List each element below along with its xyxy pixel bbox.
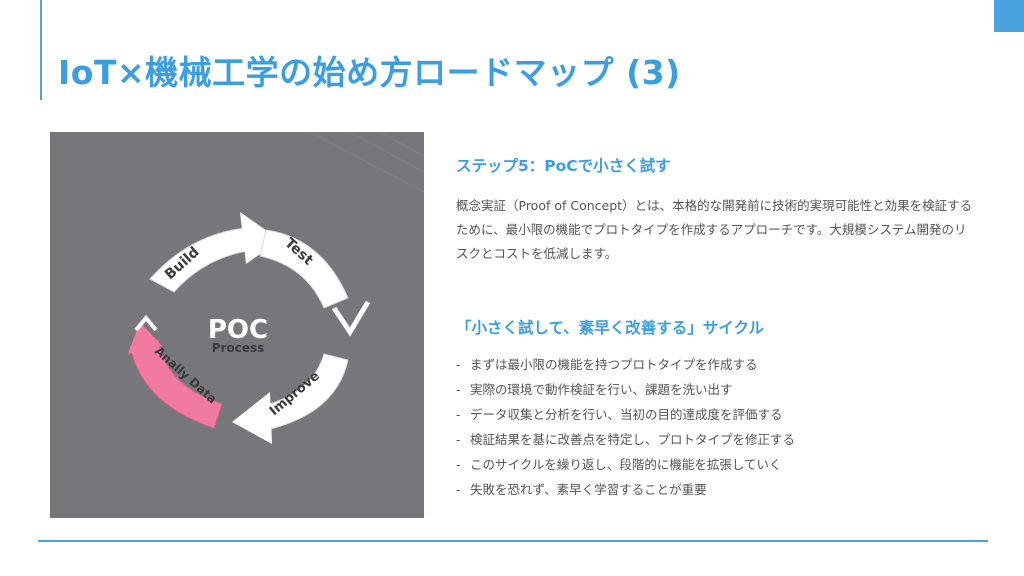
bullet-marker: - <box>456 482 461 497</box>
bullet-marker: - <box>456 457 461 472</box>
section-heading-cycle: 「小さく試して、素早く改善する」サイクル <box>456 319 764 337</box>
section-heading-step5: ステップ5：PoCで小さく試す <box>456 157 671 175</box>
list-item: -失敗を恐れず、素早く学習することが重要 <box>456 477 986 502</box>
cycle-bullet-list: -まずは最小限の機能を持つプロトタイプを作成する -実際の環境で動作検証を行い、… <box>456 352 986 502</box>
test-arrow: Test <box>259 229 371 337</box>
chevron-up-icon <box>134 314 158 332</box>
poc-cycle-figure: Build Test Improve Anally Data POC Proce… <box>50 132 424 518</box>
background-texture <box>309 132 424 193</box>
content-panel: ステップ5：PoCで小さく試す 概念実証（Proof of Concept）とは… <box>456 154 986 502</box>
improve-arrow: Improve <box>232 353 349 444</box>
poc-description: 概念実証（Proof of Concept）とは、本格的な開発前に技術的実現可能… <box>456 198 973 261</box>
title-accent-rule <box>40 0 42 100</box>
bullet-marker: - <box>456 382 461 397</box>
build-arrow: Build <box>149 212 280 293</box>
list-item: -このサイクルを繰り返し、段階的に機能を拡張していく <box>456 452 986 477</box>
bottom-accent-rule <box>38 540 988 542</box>
list-item: -まずは最小限の機能を持つプロトタイプを作成する <box>456 352 986 377</box>
bullet-marker: - <box>456 432 461 447</box>
poc-cycle-diagram: Build Test Improve Anally Data POC Proce… <box>128 132 424 444</box>
list-item: -検証結果を基に改善点を特定し、プロトタイプを修正する <box>456 427 986 452</box>
slide-title: IoT×機械工学の始め方ロードマップ (3) <box>58 53 681 92</box>
poc-center-subtitle: Process <box>212 341 265 355</box>
bullet-marker: - <box>456 407 461 422</box>
corner-accent-block <box>994 0 1024 32</box>
list-item: -実際の環境で動作検証を行い、課題を洗い出す <box>456 377 986 402</box>
poc-center-title: POC <box>208 315 268 345</box>
list-item: -データ収集と分析を行い、当初の目的達成度を評価する <box>456 402 986 427</box>
bullet-marker: - <box>456 357 461 372</box>
